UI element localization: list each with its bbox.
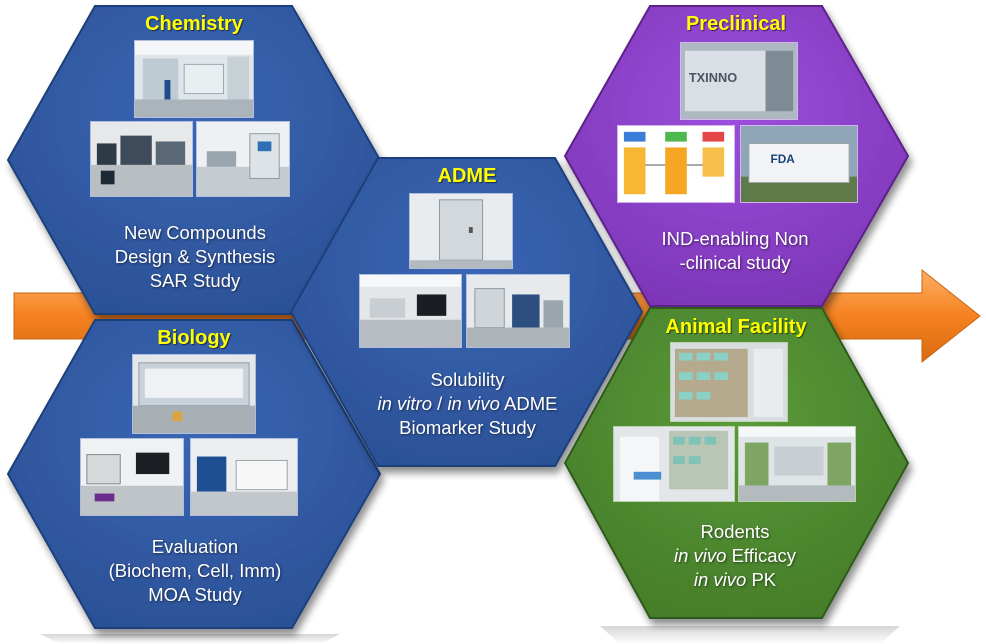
preclinical-line-1: IND-enabling Non <box>661 228 809 249</box>
chemistry-lab-photo-3 <box>196 121 290 197</box>
adme-line-1: Solubility <box>430 369 505 390</box>
biology-line-1: Evaluation <box>151 536 239 557</box>
preclinical-flowchart-photo <box>617 125 735 203</box>
adme-slash: / <box>432 393 448 414</box>
preclinical-hexagon <box>563 5 910 307</box>
chemistry-line-1: New Compounds <box>124 222 266 243</box>
adme-lab-photo-2 <box>359 274 462 348</box>
animal-efficacy: Efficacy <box>726 545 797 566</box>
chemistry-line-3: SAR Study <box>149 270 241 291</box>
biology-lab-photo-1 <box>132 354 256 434</box>
adme-lab-photo-1 <box>409 193 513 269</box>
fda-sign-text: FDA <box>770 153 795 166</box>
biology-title: Biology <box>157 327 231 349</box>
chemistry-line-2: Design & Synthesis <box>114 246 276 267</box>
adme-in-vivo: in vivo <box>447 393 500 414</box>
adme-line-3: Biomarker Study <box>399 417 536 438</box>
animal-facility-photo-2 <box>613 426 735 502</box>
animal-facility-description: Rodents in vivo Efficacy in vivo PK <box>600 520 870 592</box>
preclinical-title: Preclinical <box>685 13 787 35</box>
preclinical-description: IND-enabling Non -clinical study <box>600 227 870 275</box>
animal-facility-line-1: Rodents <box>700 521 770 542</box>
txinno-sign-text: TXINNO <box>689 70 737 85</box>
adme-in-vitro: in vitro <box>377 393 433 414</box>
chemistry-lab-photo-2 <box>90 121 193 197</box>
preclinical-fda-photo: FDA <box>740 125 858 203</box>
animal-in-vivo-1: in vivo <box>673 545 727 566</box>
adme-suffix: ADME <box>499 393 558 414</box>
preclinical-sign-photo: TXINNO <box>680 42 798 120</box>
animal-in-vivo-2: in vivo <box>693 569 747 590</box>
chemistry-description: New Compounds Design & Synthesis SAR Stu… <box>60 221 330 293</box>
animal-facility-photo-3 <box>738 426 856 502</box>
chemistry-title: Chemistry <box>145 13 243 35</box>
biology-line-3: MOA Study <box>148 584 242 605</box>
biology-lab-photo-2 <box>80 438 184 516</box>
animal-facility-line-3: in vivo PK <box>600 568 870 592</box>
biology-reflection <box>40 634 340 644</box>
adme-line-2: in vitro / in vivo ADME <box>330 392 605 416</box>
adme-description: Solubility in vitro / in vivo ADME Bioma… <box>330 368 605 440</box>
preclinical-line-2: -clinical study <box>679 252 791 273</box>
biology-line-2: (Biochem, Cell, Imm) <box>108 560 282 581</box>
animal-facility-line-2: in vivo Efficacy <box>600 544 870 568</box>
animal-facility-hexagon <box>563 307 910 619</box>
animal-facility-title: Animal Facility <box>665 316 807 338</box>
animal-facility-photo-1 <box>670 342 788 422</box>
biology-lab-photo-3 <box>190 438 298 516</box>
animal-pk: PK <box>746 569 777 590</box>
biology-description: Evaluation (Biochem, Cell, Imm) MOA Stud… <box>60 535 330 607</box>
animal-reflection <box>600 626 900 644</box>
chemistry-lab-photo-1 <box>134 40 254 118</box>
adme-title: ADME <box>437 165 497 187</box>
adme-lab-photo-3 <box>466 274 570 348</box>
